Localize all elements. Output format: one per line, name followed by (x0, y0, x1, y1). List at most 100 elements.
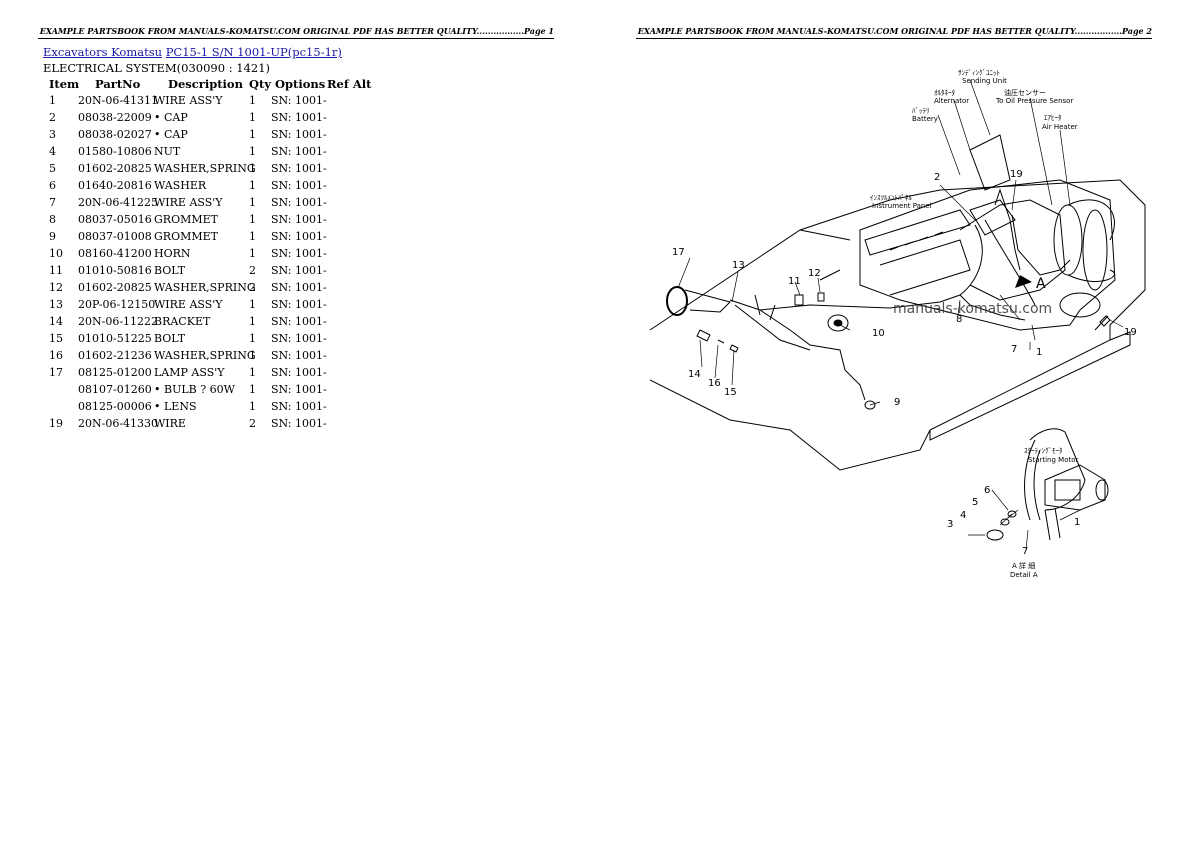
cell-item: 11 (49, 264, 63, 277)
col-header-description: Description (168, 77, 243, 91)
callout-4: 4 (960, 510, 966, 521)
cell-partno: 01010-50816 (78, 264, 152, 277)
cell-item: 2 (49, 111, 56, 124)
instrument-panel-jp-label: ｲﾝｽﾂﾙﾒﾝﾄﾊﾟﾈﾙ (870, 194, 912, 202)
cell-qty: 1 (249, 366, 256, 379)
callout-19: 19 (1124, 327, 1137, 338)
cell-item: 17 (49, 366, 63, 379)
cell-partno: 08037-01008 (78, 230, 152, 243)
air-heater-label: Air Heater (1042, 123, 1078, 131)
cell-options: SN: 1001- (271, 196, 327, 209)
breadcrumb: Excavators Komatsu PC15-1 S/N 1001-UP(pc… (43, 45, 342, 59)
cell-description: WASHER,SPRING (154, 349, 256, 362)
callout-13: 13 (732, 260, 745, 271)
cell-qty: 1 (249, 315, 256, 328)
cell-description: WASHER (154, 179, 207, 192)
callout-1: 1 (1074, 517, 1080, 528)
callout-10: 10 (872, 328, 885, 339)
cell-description: WASHER,SPRING (154, 281, 256, 294)
cell-description: WIRE (154, 417, 186, 430)
callout-8: 8 (956, 314, 962, 325)
page-header-left: EXAMPLE PARTSBOOK FROM MANUALS-KOMATSU.C… (38, 26, 554, 39)
cell-qty: 1 (249, 298, 256, 311)
cell-item: 6 (49, 179, 56, 192)
col-header-options: Options (275, 77, 326, 91)
cell-partno: 01602-20825 (78, 281, 152, 294)
cell-options: SN: 1001- (271, 349, 327, 362)
cell-options: SN: 1001- (271, 332, 327, 345)
breadcrumb-link-model[interactable]: PC15-1 S/N 1001-UP(pc15-1r) (165, 45, 342, 59)
cell-description: WASHER,SPRING (154, 162, 256, 175)
cell-qty: 1 (249, 179, 256, 192)
cell-options: SN: 1001- (271, 247, 327, 260)
cell-partno: 01010-51225 (78, 332, 152, 345)
cell-qty: 1 (249, 111, 256, 124)
cell-partno: 08038-22009 (78, 111, 152, 124)
cell-item: 8 (49, 213, 56, 226)
cell-description: LAMP ASS'Y (154, 366, 225, 379)
cell-item: 5 (49, 162, 56, 175)
battery-jp-label: ﾊﾞｯﾃﾘ (912, 107, 930, 115)
cell-qty: 1 (249, 94, 256, 107)
cell-description: • CAP (154, 111, 188, 124)
cell-options: SN: 1001- (271, 162, 327, 175)
callout-19: 19 (1010, 169, 1023, 180)
callout-2: 2 (934, 172, 940, 183)
callout-11: 11 (788, 276, 801, 287)
callout-3: 3 (947, 519, 953, 530)
cell-options: SN: 1001- (271, 400, 327, 413)
cell-options: SN: 1001- (271, 298, 327, 311)
instrument-panel-label: Instrument Panel (872, 202, 932, 210)
callout-7: 7 (1022, 546, 1028, 557)
air-heater-jp-label: ｴｱﾋｰﾀ (1044, 114, 1062, 122)
oil-sensor-label: To Oil Pressure Sensor (995, 97, 1073, 105)
cell-qty: 1 (249, 128, 256, 141)
cell-partno: 20N-06-11222 (78, 315, 159, 328)
cell-qty: 1 (249, 196, 256, 209)
cell-partno: 20N-06-41311 (78, 94, 159, 107)
cell-partno: 01602-21236 (78, 349, 152, 362)
cell-partno: 08037-05016 (78, 213, 152, 226)
cell-qty: 1 (249, 247, 256, 260)
page-header-right: EXAMPLE PARTSBOOK FROM MANUALS-KOMATSU.C… (636, 26, 1152, 39)
cell-item: 3 (49, 128, 56, 141)
cell-options: SN: 1001- (271, 128, 327, 141)
cell-description: GROMMET (154, 230, 218, 243)
cell-options: SN: 1001- (271, 111, 327, 124)
cell-qty: 2 (249, 281, 256, 294)
cell-partno: 01640-20816 (78, 179, 152, 192)
cell-options: SN: 1001- (271, 179, 327, 192)
cell-description: • LENS (154, 400, 197, 413)
cell-options: SN: 1001- (271, 213, 327, 226)
cell-partno: 08125-01200 (78, 366, 152, 379)
watermark-text: manuals-komatsu.com (893, 301, 1052, 317)
cell-options: SN: 1001- (271, 145, 327, 158)
cell-partno: 20N-06-41225 (78, 196, 159, 209)
cell-qty: 1 (249, 332, 256, 345)
cell-partno: 01580-10806 (78, 145, 152, 158)
cell-description: • BULB ? 60W (154, 383, 235, 396)
cell-item: 12 (49, 281, 63, 294)
cell-item: 19 (49, 417, 63, 430)
breadcrumb-link-excavators[interactable]: Excavators Komatsu (43, 45, 163, 59)
cell-partno: 08107-01260 (78, 383, 152, 396)
cell-qty: 1 (249, 349, 256, 362)
callout-15: 15 (724, 387, 737, 398)
col-header-refalt: Ref Alt (327, 77, 372, 91)
callout-1: 1 (1036, 347, 1042, 358)
cell-qty: 1 (249, 230, 256, 243)
sending-unit-jp-label: ｻﾝﾃﾞｨﾝｸﾞﾕﾆｯﾄ (958, 69, 1000, 77)
cell-partno: 20P-06-12150 (78, 298, 156, 311)
cell-partno: 08160-41200 (78, 247, 152, 260)
cell-options: SN: 1001- (271, 366, 327, 379)
callout-14: 14 (688, 369, 701, 380)
cell-item: 16 (49, 349, 63, 362)
cell-description: WIRE ASS'Y (154, 298, 223, 311)
detail-jp-label: A 詳 細 (1012, 561, 1035, 570)
cell-partno: 08038-02027 (78, 128, 152, 141)
cell-item: 4 (49, 145, 56, 158)
col-header-partno: PartNo (95, 77, 141, 91)
sending-unit-label: Sending Unit (962, 77, 1007, 85)
cell-qty: 1 (249, 213, 256, 226)
cell-options: SN: 1001- (271, 264, 327, 277)
